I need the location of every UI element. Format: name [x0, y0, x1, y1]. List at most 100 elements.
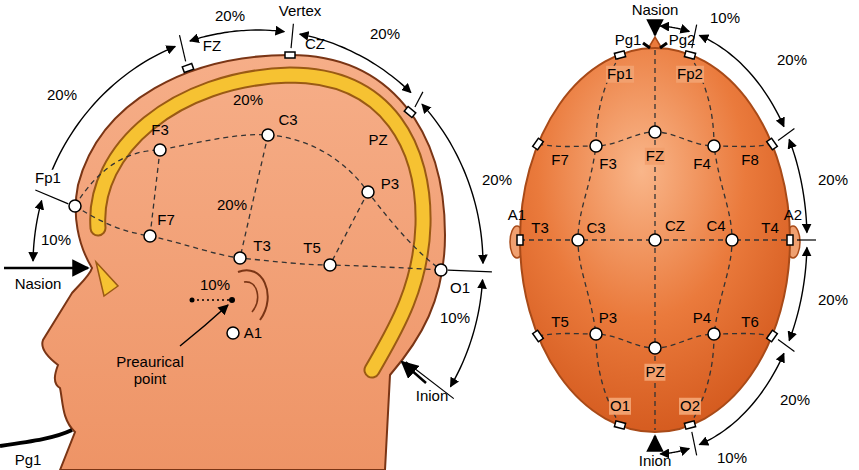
percent-label: 20%: [214, 8, 246, 25]
percent-label: 10%: [40, 232, 72, 249]
electrode: [649, 234, 661, 246]
dimension-tick: [797, 239, 816, 240]
electrode-label: Fp2: [676, 66, 704, 83]
electrode: [362, 186, 374, 198]
electrode-wire: [660, 43, 667, 48]
electrode-label: T6: [740, 314, 760, 331]
dotted-line: [192, 299, 229, 301]
dimension-arc: [46, 47, 175, 186]
electrode-wire: [643, 43, 650, 48]
percent-label: 10%: [716, 450, 748, 467]
electrode-label: Pg2: [668, 32, 697, 49]
cortex-band-edge: [98, 75, 423, 370]
electrode: [234, 252, 246, 264]
cortex-lobe: [96, 262, 118, 296]
electrode-label: Fp1: [606, 66, 634, 83]
percent-label: 10%: [709, 10, 741, 27]
dimension-arc: [300, 34, 411, 92]
ear: [244, 282, 258, 312]
electrodes: [517, 51, 793, 429]
electrode: [154, 144, 166, 156]
nasion-arrow: [654, 20, 657, 35]
electrode-label: O2: [679, 398, 701, 415]
percent-label: 20%: [232, 92, 264, 109]
dimension-arc: [422, 104, 483, 263]
electrode-lines: [75, 135, 441, 270]
electrode-label: Pg1: [14, 452, 43, 469]
electrode: [285, 52, 295, 58]
dimension-tick: [180, 35, 186, 61]
electrode-label: F7: [550, 152, 570, 169]
electrode: [767, 330, 778, 342]
electrode: [590, 328, 602, 340]
electrode-label: P4: [692, 310, 712, 327]
electrode: [69, 200, 81, 212]
dimension-arc: [450, 280, 482, 387]
electrode-label: F7: [156, 212, 176, 229]
electrode: [708, 140, 720, 152]
dimension-arc: [660, 26, 689, 31]
electrode-label: T5: [550, 314, 570, 331]
head-profile: [42, 55, 445, 470]
electrode-label: F3: [598, 156, 618, 173]
electrode: [726, 234, 738, 246]
dimension-tick: [778, 129, 794, 141]
electrode-label: P3: [380, 176, 400, 193]
electrode: [533, 138, 544, 150]
cortex-band: [98, 75, 423, 370]
electrode: [684, 51, 695, 59]
electrode-label: FZ: [645, 148, 665, 165]
dimension-tick: [692, 432, 697, 456]
dimension-tick: [35, 190, 68, 204]
inion-arrow: [402, 362, 426, 383]
electrode-wire: [0, 430, 72, 446]
percent-label: 20%: [817, 292, 849, 309]
electrode: [533, 330, 544, 342]
electrode-label: F3: [150, 122, 170, 139]
electrode-label: A1: [507, 207, 527, 224]
electrode-label: Fp1: [34, 170, 62, 187]
percent-label: 20%: [779, 392, 811, 409]
nasion-arrow: [4, 267, 88, 270]
temporal-line: [75, 206, 441, 270]
leader-arrow: [180, 305, 228, 346]
electrode-label: T3: [530, 220, 550, 237]
electrode: [435, 264, 447, 276]
electrode-label: C3: [585, 220, 606, 237]
landmark-label: Vertex: [278, 3, 323, 20]
side-view: [0, 52, 447, 470]
electrodes: [69, 52, 447, 339]
landmark-label: Inion: [415, 388, 450, 405]
electrode-label: CZ: [304, 36, 326, 53]
dimension-arc: [699, 353, 783, 444]
electrode-label: PZ: [367, 132, 388, 149]
inion-arrow: [654, 436, 657, 451]
dimension-tick: [291, 24, 293, 48]
sagittal-line: [75, 135, 441, 270]
percent-label: 20%: [481, 172, 513, 189]
dimension-tick: [448, 270, 492, 272]
coronal-line: [330, 192, 368, 265]
preauricular-dot: [229, 297, 235, 303]
electrode: [227, 327, 239, 339]
electrode-label: T4: [760, 220, 780, 237]
electrode-label: O1: [609, 398, 631, 415]
ear: [238, 270, 268, 320]
landmark-label: Preaurical point: [109, 354, 191, 387]
dimension-arcs: [33, 24, 816, 456]
dimension-arc: [33, 201, 42, 261]
dimension-arc: [789, 247, 807, 340]
electrode-label: C3: [277, 112, 298, 129]
percent-label: 20%: [46, 87, 78, 104]
electrode-label: F8: [740, 152, 760, 169]
top-view: [510, 20, 800, 451]
electrode-label: C4: [705, 218, 726, 235]
landmark-label: Nasion: [631, 2, 680, 19]
electrode: [572, 234, 584, 246]
electrode-label: Pg1: [614, 32, 643, 49]
electrode-lines: [520, 50, 790, 430]
dimension-tick: [778, 340, 794, 352]
electrode: [144, 230, 156, 242]
electrode-label: A1: [243, 325, 263, 342]
